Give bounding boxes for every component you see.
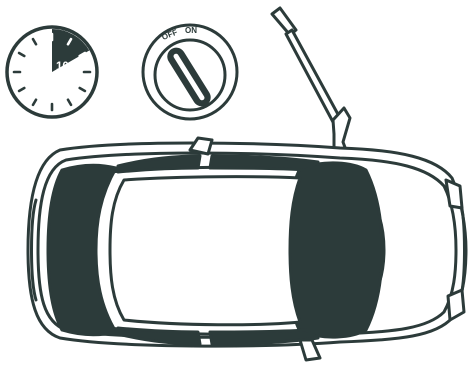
car-roof — [110, 177, 300, 325]
car-top-view-icon — [28, 138, 466, 360]
switch-on-label: ON — [185, 26, 197, 35]
car-rear-window — [286, 163, 382, 337]
stopwatch-icon: 10min — [7, 27, 97, 117]
car-mirror-top — [190, 138, 212, 154]
timer-label: 10min — [56, 61, 89, 73]
key-switch-icon: OFF ON — [143, 25, 237, 119]
car-rear-light-top — [446, 180, 462, 208]
car-rear-light-bottom — [448, 290, 464, 320]
antenna-icon — [272, 8, 350, 150]
